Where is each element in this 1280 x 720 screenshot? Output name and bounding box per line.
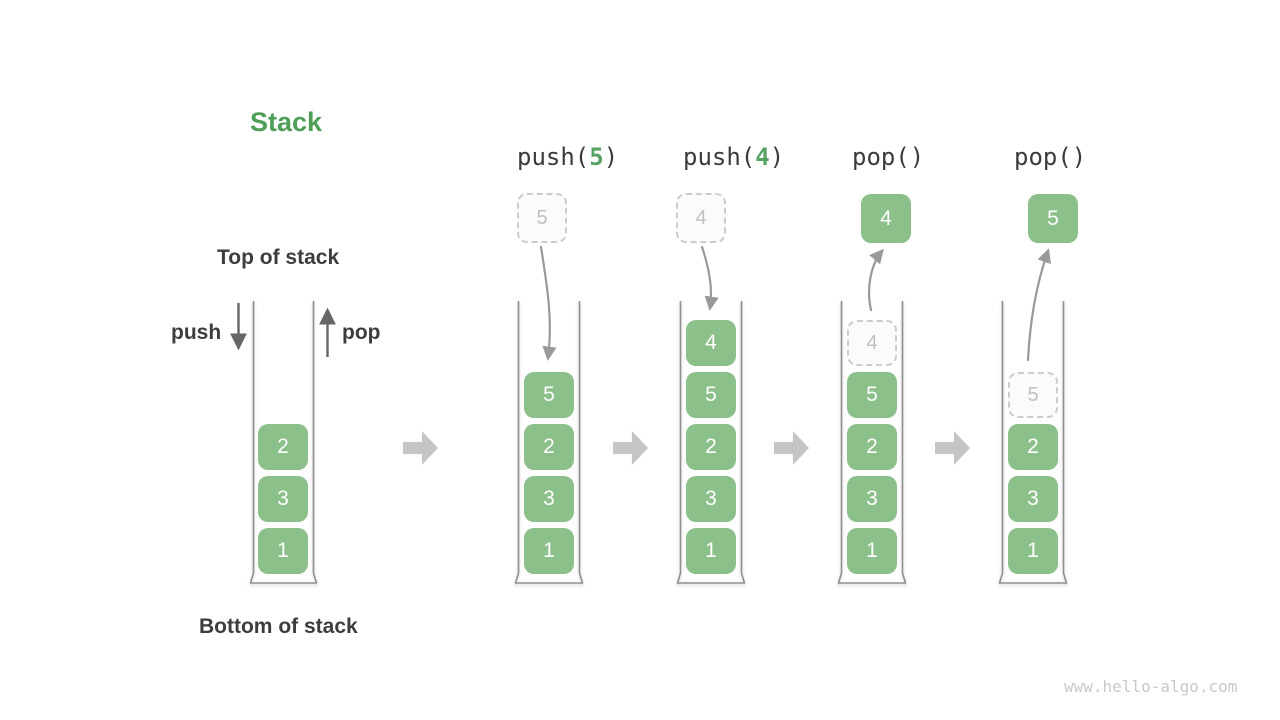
pop-label: pop: [342, 321, 381, 344]
next-step-arrow-icon: [403, 431, 438, 465]
stack-cell: 1: [847, 528, 897, 574]
op-fn-text: push(: [683, 143, 756, 171]
pop4-remove-arrow: [868, 248, 884, 312]
stack-cell: 2: [847, 424, 897, 470]
ghost-removed-cell: 5: [1008, 372, 1058, 418]
op-header-push-4: push(4): [683, 143, 784, 171]
stack-cell: 1: [258, 528, 308, 574]
op-header-push-5: push(5): [517, 143, 618, 171]
popped-value-box: 5: [1028, 194, 1078, 243]
stack-cell: 1: [524, 528, 574, 574]
stack-cell: 3: [524, 476, 574, 522]
stack-cell: 5: [524, 372, 574, 418]
next-step-arrow-icon: [935, 431, 970, 465]
push5-insert-arrow: [539, 245, 557, 361]
next-step-arrow-icon: [774, 431, 809, 465]
site-watermark: www.hello-algo.com: [1064, 677, 1238, 696]
diagram-title: Stack: [250, 107, 323, 137]
op-fn-text: pop(): [852, 143, 925, 171]
op-header-pop-1: pop(): [852, 143, 924, 171]
stack-cell: 2: [258, 424, 308, 470]
stack-cell: 1: [1008, 528, 1058, 574]
stack-cell: 5: [686, 372, 736, 418]
op-fn-close: ): [769, 143, 785, 171]
stack-cell: 2: [524, 424, 574, 470]
stack-cell: 5: [847, 372, 897, 418]
stack-cell: 2: [1008, 424, 1058, 470]
next-step-arrow-icon: [613, 431, 648, 465]
stack-cell: 3: [847, 476, 897, 522]
stack-cell: 3: [258, 476, 308, 522]
op-fn-close: ): [603, 143, 619, 171]
stack-cell: 3: [686, 476, 736, 522]
op-header-pop-2: pop(): [1014, 143, 1086, 171]
push-label: push: [171, 321, 222, 344]
ghost-removed-cell: 4: [847, 320, 897, 366]
pop5-remove-arrow: [1026, 248, 1051, 362]
op-arg-value: 4: [755, 143, 770, 171]
op-fn-text: pop(): [1014, 143, 1087, 171]
bottom-of-stack-label: Bottom of stack: [199, 615, 358, 638]
stack-cell: 4: [686, 320, 736, 366]
popped-value-box: 4: [861, 194, 911, 243]
stack-cell: 1: [686, 528, 736, 574]
top-of-stack-label: Top of stack: [217, 246, 340, 269]
incoming-value-box: 5: [517, 193, 567, 243]
op-arg-value: 5: [589, 143, 604, 171]
incoming-value-box: 4: [676, 193, 726, 243]
stack-cell: 2: [686, 424, 736, 470]
push4-insert-arrow: [700, 245, 719, 311]
op-fn-text: push(: [517, 143, 590, 171]
stack-cell: 3: [1008, 476, 1058, 522]
